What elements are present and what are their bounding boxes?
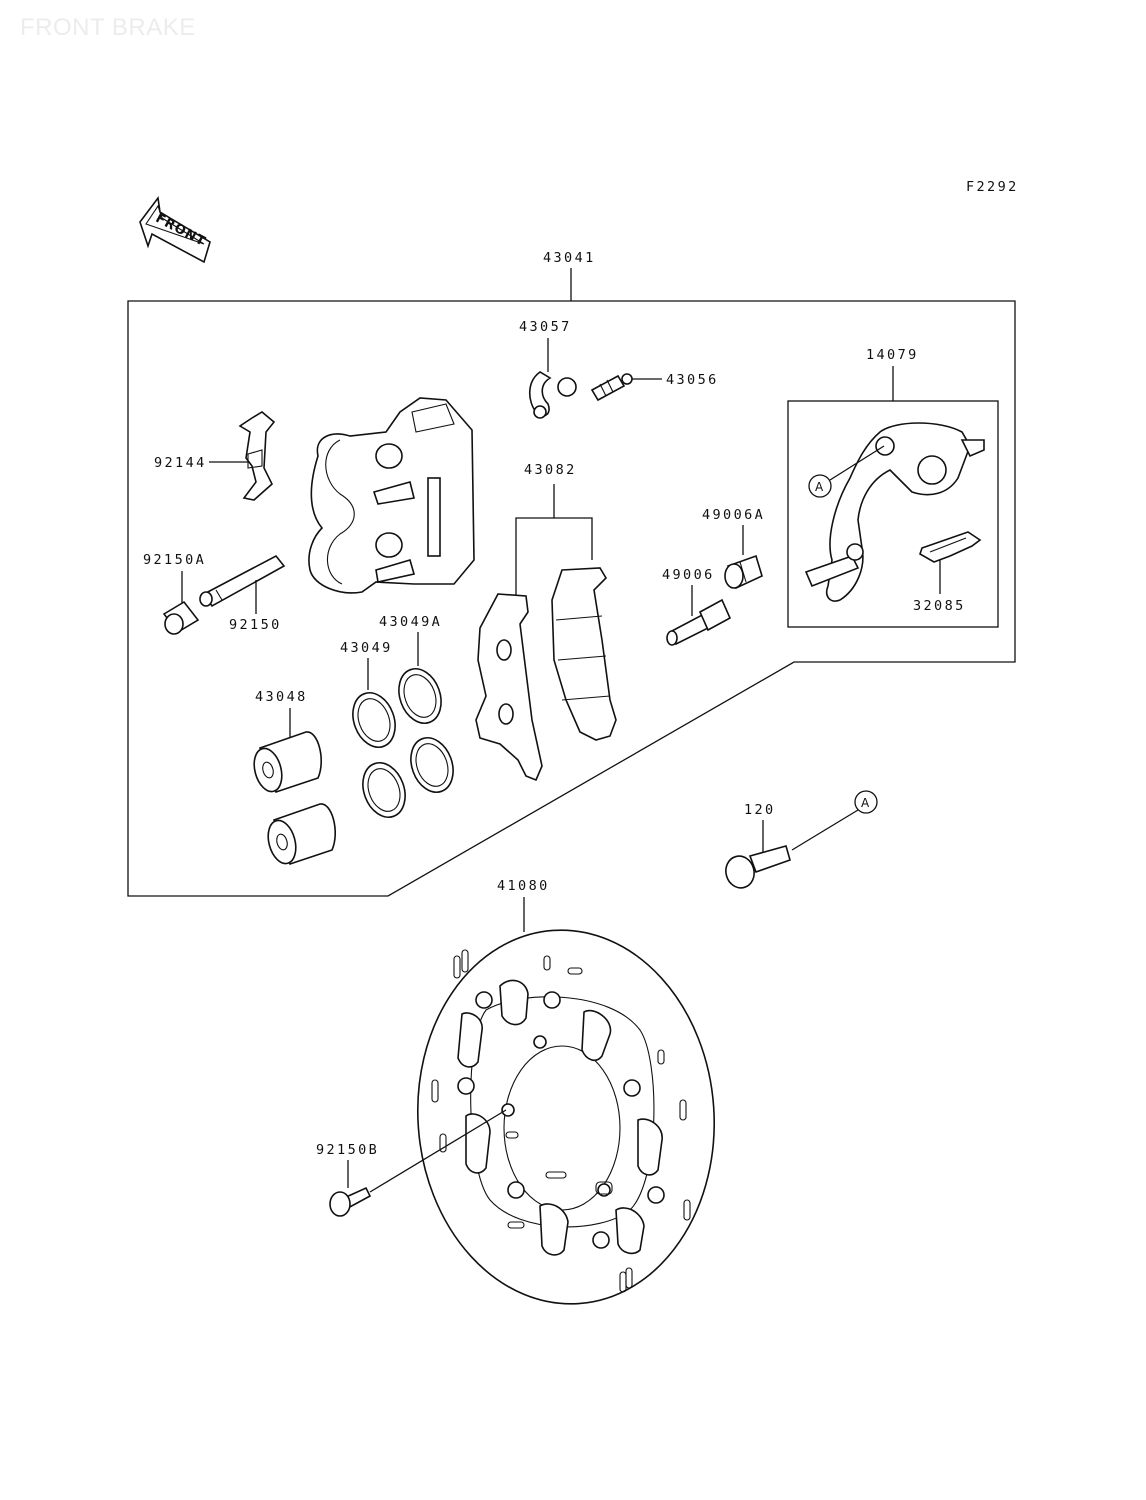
bleeder-valve [590, 373, 633, 402]
disc-screw [329, 1186, 372, 1217]
label-14079: 14079 [866, 347, 919, 363]
slide-pin [666, 598, 732, 646]
label-92150a: 92150A [143, 552, 206, 568]
label-43049: 43049 [340, 640, 393, 656]
brake-disc [416, 929, 716, 1305]
label-92150: 92150 [229, 617, 282, 633]
label-43049a: 43049A [379, 614, 442, 630]
pad-spring-32085 [919, 531, 982, 563]
label-43082: 43082 [524, 462, 577, 478]
label-120: 120 [744, 802, 776, 818]
svg-text:A: A [861, 796, 870, 810]
label-43056: 43056 [666, 372, 719, 388]
label-92150b: 92150B [316, 1142, 379, 1158]
pad-pin [199, 554, 286, 608]
pad-clip [238, 411, 276, 501]
pin-plug [162, 600, 200, 635]
label-32085: 32085 [913, 598, 966, 614]
caliper-body [308, 397, 475, 594]
label-43048: 43048 [255, 689, 308, 705]
label-43057: 43057 [519, 319, 572, 335]
bracket-box [787, 400, 999, 628]
caliper-bolt [725, 845, 791, 889]
caliper-assembly-box [127, 268, 1016, 897]
brake-pad-outer [551, 567, 617, 741]
page-title: FRONT BRAKE [20, 14, 196, 41]
ref-mark-a-2: A [854, 790, 878, 814]
bleeder-cap [528, 371, 577, 419]
caliper-bracket [804, 422, 985, 602]
pistons [253, 731, 336, 866]
label-49006a: 49006A [702, 507, 765, 523]
ref-mark-a-1: A [808, 445, 885, 498]
brake-pad-inner [475, 593, 543, 782]
svg-text:A: A [815, 480, 824, 494]
label-49006: 49006 [662, 567, 715, 583]
figure-code: F2292 [966, 179, 1019, 195]
label-43041: 43041 [543, 250, 596, 266]
front-direction-arrow: FRONT [139, 195, 211, 264]
piston-seals [352, 668, 454, 818]
label-92144: 92144 [154, 455, 207, 471]
rubber-boot [724, 554, 763, 590]
label-41080: 41080 [497, 878, 550, 894]
